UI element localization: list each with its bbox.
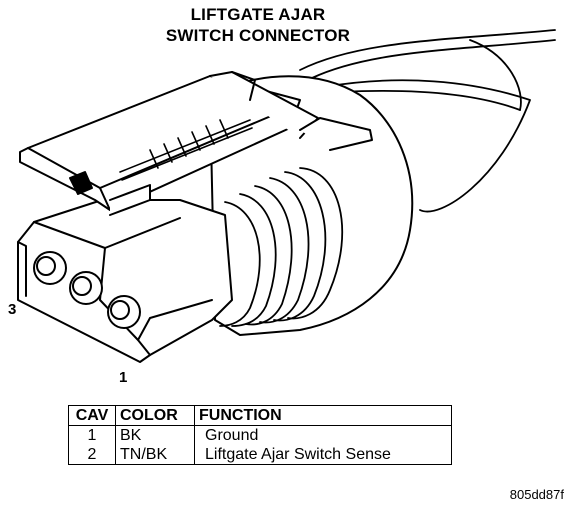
connector-illustration	[17, 29, 556, 363]
table-row: 2 TN/BK Liftgate Ajar Switch Sense	[68, 445, 452, 465]
cell-color: BK	[115, 425, 195, 445]
diagram-title-line-2: SWITCH CONNECTOR	[165, 26, 351, 45]
cell-function: Ground	[194, 425, 452, 445]
terminal-cavities	[33, 251, 141, 329]
connector-front-housing	[17, 199, 233, 363]
wire-seal-rings	[219, 167, 344, 327]
table-row: 1 BK Ground	[68, 425, 452, 445]
terminal-cavity-3	[33, 251, 67, 285]
pin-label-1: 1	[119, 369, 128, 386]
locking-latch	[19, 71, 373, 216]
cell-function: Liftgate Ajar Switch Sense	[194, 445, 452, 465]
figure-code: 805dd87f	[509, 487, 564, 502]
terminal-cavity-2	[69, 271, 103, 305]
cell-cav: 1	[68, 425, 116, 445]
cell-cav: 2	[68, 445, 116, 465]
column-header-function: FUNCTION	[194, 405, 452, 426]
cell-color: TN/BK	[115, 445, 195, 465]
wire-bundle	[299, 29, 556, 213]
diagram-title-line-1: LIFTGATE AJAR	[190, 5, 326, 24]
table-header-row: CAV COLOR FUNCTION	[68, 405, 452, 426]
cavity-function-table: CAV COLOR FUNCTION 1 BK Ground 2 TN/BK L…	[68, 405, 452, 465]
pin-label-3: 3	[8, 301, 17, 318]
column-header-cav: CAV	[68, 405, 116, 426]
column-header-color: COLOR	[115, 405, 195, 426]
terminal-cavity-1	[107, 295, 141, 329]
